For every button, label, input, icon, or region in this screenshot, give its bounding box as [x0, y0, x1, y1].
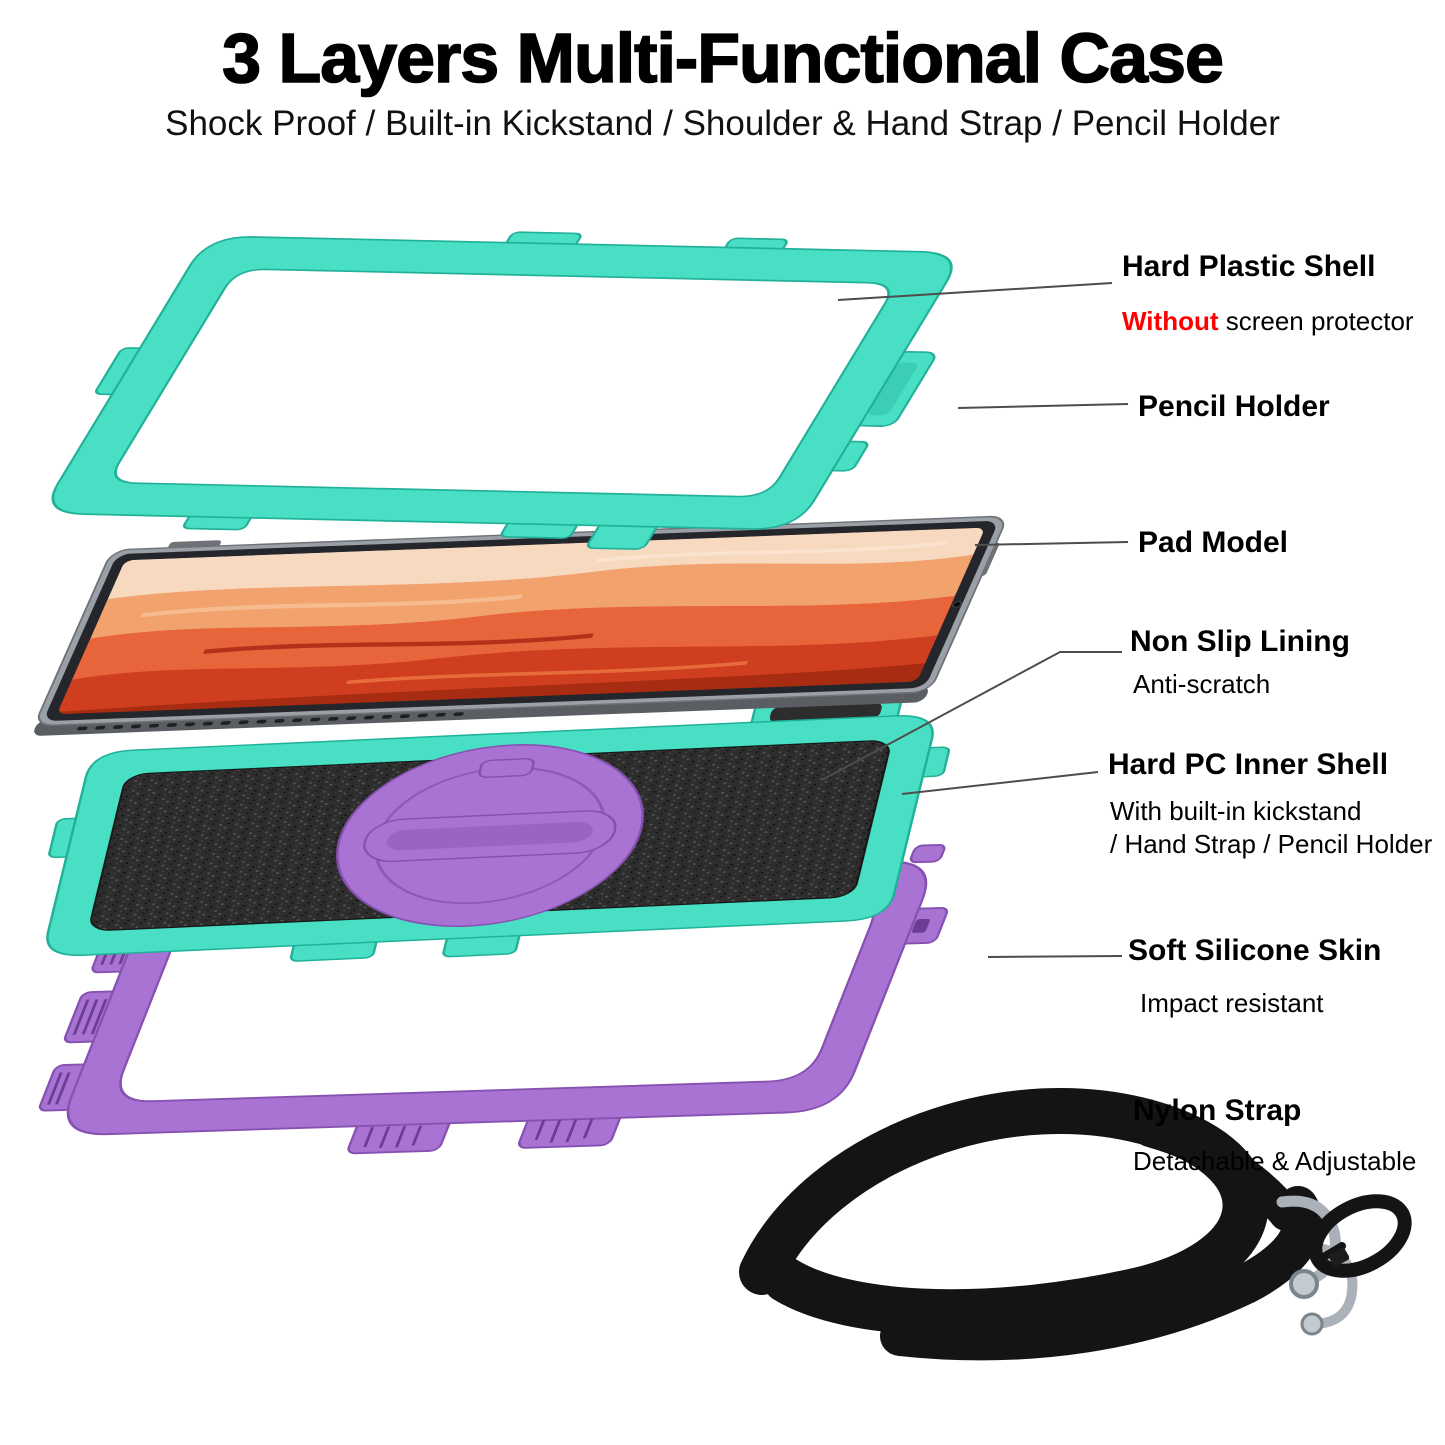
callout-hard-plastic-shell-title: Hard Plastic Shell: [1122, 250, 1376, 283]
hard-pc-inner-shell-layer: [46, 691, 951, 962]
highlight-without: Without: [1122, 306, 1219, 336]
page-subtitle: Shock Proof / Built-in Kickstand / Shoul…: [165, 104, 1280, 143]
speaker-holes: [77, 711, 473, 731]
page-title: 3 Layers Multi-Functional Case: [221, 18, 1224, 98]
sub-rest: screen protector: [1218, 306, 1414, 336]
callout-hard-pc-inner-shell-sub1: With built-in kickstand: [1110, 796, 1362, 826]
callout-hard-pc-inner-shell-sub2: / Hand Strap / Pencil Holder: [1110, 829, 1433, 859]
callout-hard-plastic-shell-sub: Without screen protector: [1122, 306, 1414, 337]
leader-non-slip-lining: [821, 651, 1122, 781]
callout-nylon-strap-sub: Detachable & Adjustable: [1133, 1146, 1417, 1176]
callout-nylon-strap-title: Nylon Strap: [1133, 1094, 1302, 1127]
leader-soft-silicone-skin: [987, 955, 1123, 958]
pad-model-tablet: [34, 515, 1005, 736]
callout-pad-model-title: Pad Model: [1138, 526, 1289, 559]
plastic-shell-ring: [51, 236, 953, 530]
kickstand-handle: [363, 810, 617, 863]
leader-pad-model: [974, 541, 1129, 546]
front-camera: [952, 600, 963, 608]
callout-soft-silicone-skin-sub: Impact resistant: [1140, 988, 1324, 1018]
callout-hard-pc-inner-shell-title: Hard PC Inner Shell: [1108, 748, 1389, 781]
nylon-strap: [739, 1087, 1412, 1361]
callout-pencil-holder-title: Pencil Holder: [1138, 390, 1330, 423]
leader-pencil-holder: [957, 403, 1129, 409]
kickstand-circle: [336, 744, 644, 927]
hand-strap-loop: [1308, 1194, 1412, 1278]
callout-non-slip-lining-title: Non Slip Lining: [1130, 625, 1350, 658]
leader-hard-pc-inner-shell: [901, 771, 1099, 795]
callout-soft-silicone-skin-title: Soft Silicone Skin: [1128, 934, 1382, 967]
callout-non-slip-lining-sub: Anti-scratch: [1133, 669, 1271, 699]
hard-plastic-shell-layer: [51, 231, 953, 550]
leader-hard-plastic-shell: [837, 282, 1113, 301]
leader-lines: [821, 282, 1129, 958]
